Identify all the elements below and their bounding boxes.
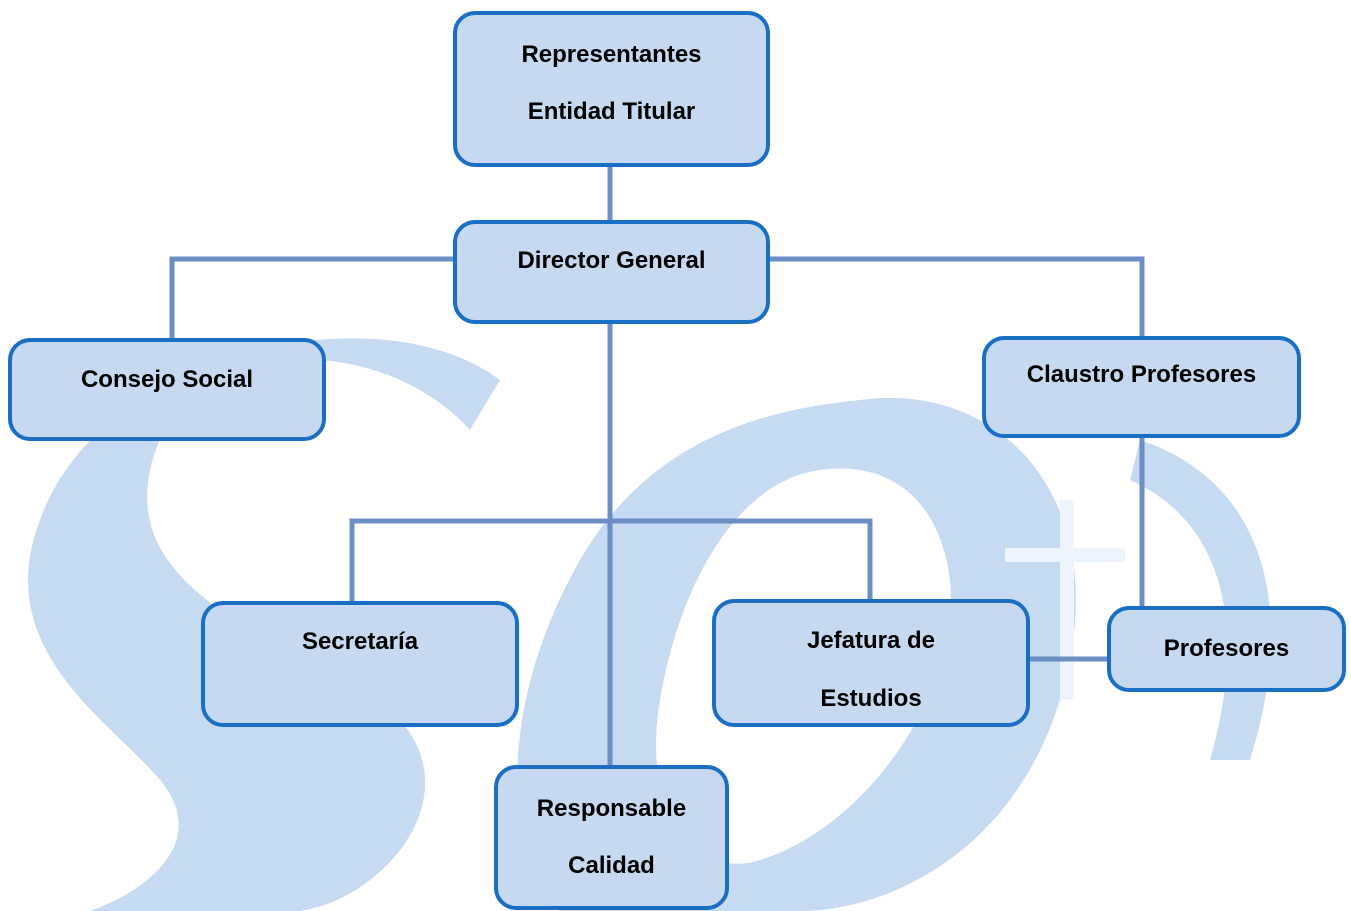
node-representantes: Representantes Entidad Titular	[453, 11, 770, 167]
node-claustro-profesores-label: Claustro Profesores	[1026, 361, 1257, 388]
connector-director-claustro	[770, 256, 1145, 338]
connector-director-consejo	[169, 256, 455, 340]
node-claustro-profesores: Claustro Profesores	[982, 336, 1301, 438]
node-jefatura-estudios-line1: Jefatura de	[806, 627, 936, 654]
watermark-s-shape	[28, 338, 501, 911]
node-responsable-calidad-line2: Calidad	[568, 852, 655, 879]
node-director-general: Director General	[453, 220, 770, 324]
node-director-general-label: Director General	[517, 247, 706, 274]
node-consejo-social: Consejo Social	[8, 338, 326, 441]
node-representantes-line1: Representantes	[521, 41, 702, 68]
node-profesores-label: Profesores	[1163, 635, 1290, 662]
node-responsable-calidad: Responsable Calidad	[494, 765, 729, 910]
node-secretaria: Secretaría	[201, 601, 519, 727]
connector-secretaria-jefatura-bus	[349, 518, 873, 605]
node-responsable-calidad-line1: Responsable	[536, 795, 687, 822]
node-jefatura-estudios: Jefatura de Estudios	[712, 599, 1030, 727]
node-consejo-social-label: Consejo Social	[80, 366, 254, 393]
watermark-cross-horizontal	[1005, 548, 1125, 562]
node-secretaria-label: Secretaría	[301, 628, 419, 655]
node-representantes-line2: Entidad Titular	[527, 98, 696, 125]
node-profesores: Profesores	[1107, 606, 1346, 692]
node-jefatura-estudios-line2: Estudios	[820, 685, 922, 712]
